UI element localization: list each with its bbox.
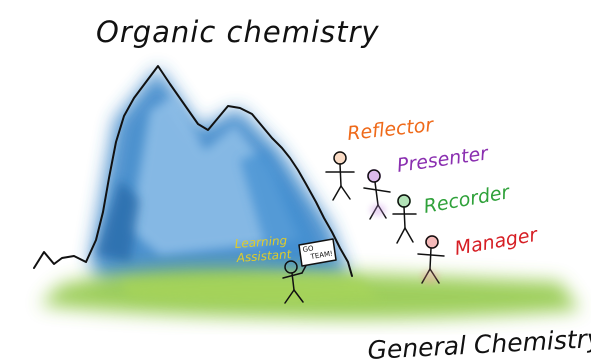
manager-label: Manager — [453, 224, 540, 260]
recorder-figure — [392, 194, 417, 244]
grass-field — [40, 267, 580, 319]
general-chemistry-label: General Chemistry — [367, 324, 591, 363]
reflector-figure — [325, 151, 355, 201]
reflector-label: Reflector — [346, 114, 435, 145]
presenter-figure — [363, 169, 391, 220]
learning-assistant-figure — [282, 259, 310, 304]
learning-assistant-label-line1: Learning — [234, 233, 288, 251]
sign-line-2: TEAM! — [309, 250, 333, 262]
mountain-fill — [90, 68, 350, 282]
presenter-label: Presenter — [396, 142, 491, 177]
sign-line-1: GO — [302, 244, 315, 254]
learning-assistant-label-line2: Assistant — [235, 247, 293, 265]
title: Organic chemistry — [96, 15, 380, 49]
manager-figure — [417, 235, 445, 284]
go-team-sign — [298, 238, 337, 267]
recorder-label: Recorder — [422, 181, 512, 218]
mountain-outline — [33, 65, 353, 277]
